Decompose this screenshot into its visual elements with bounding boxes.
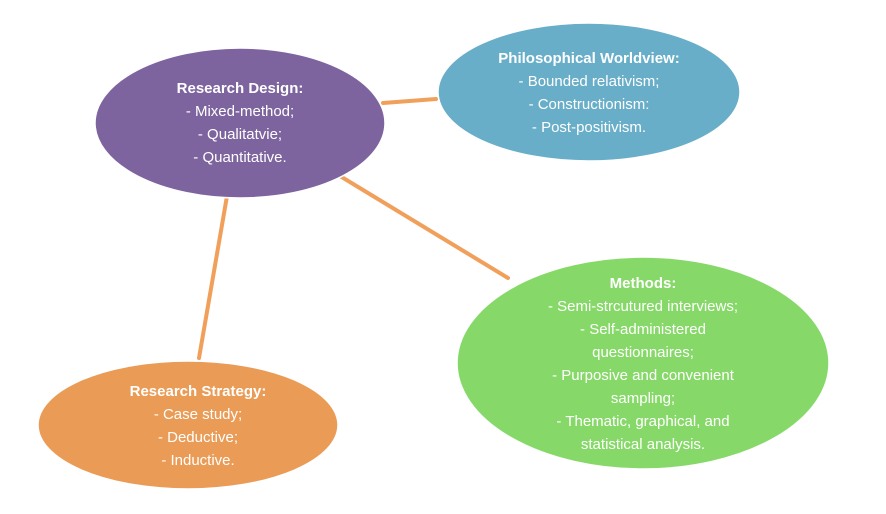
connector-design-methods [338,174,510,280]
research-strategy-title: Research Strategy: [129,383,267,400]
research-design-ellipse [94,47,386,199]
methods-item: questionnaires; [592,344,694,361]
philosophical-worldview-item: - Post-positivism. [531,118,647,136]
methods-item: - Self-administered [580,321,706,338]
methods-item: sampling; [610,390,676,407]
methods-title: Methods: [609,275,677,292]
philosophical-worldview-ellipse [437,22,741,162]
research-design-item: - Mixed-method; [185,103,295,120]
connector-design-worldview [381,97,438,105]
research-strategy-item: - Inductive. [161,452,235,469]
methods-item: - Thematic, graphical, and [556,413,730,430]
research-strategy-ellipse [37,360,339,490]
philosophical-worldview-node: Philosophical Worldview: - Bounded relat… [459,34,719,151]
research-strategy-node: Research Strategy: - Case study; - Deduct… [78,374,318,478]
connector-design-strategy [197,194,229,360]
research-design-title: Research Design: [176,80,304,97]
research-design-item: - Quantitative. [193,149,287,166]
methods-node: Methods: - Semi-strcutured interviews; - … [503,266,783,462]
methods-item: - Semi-strcutured interviews; [547,298,739,315]
methods-item: - Purposive and convenient [552,367,734,384]
methods-ellipse [456,256,830,470]
research-strategy-item: - Deductive; [157,429,239,446]
research-design-node: Research Design: - Mixed-method; - Qualit… [120,60,360,186]
research-design-item: - Qualitatvie; [197,126,283,143]
research-strategy-item: - Case study; [153,406,243,423]
philosophical-worldview-item: - Bounded relativism; [518,72,660,90]
philosophical-worldview-item: - Constructionism: [528,95,650,113]
methods-item: statistical analysis. [580,436,706,453]
philosophical-worldview-title: Philosophical Worldview: [498,49,680,67]
